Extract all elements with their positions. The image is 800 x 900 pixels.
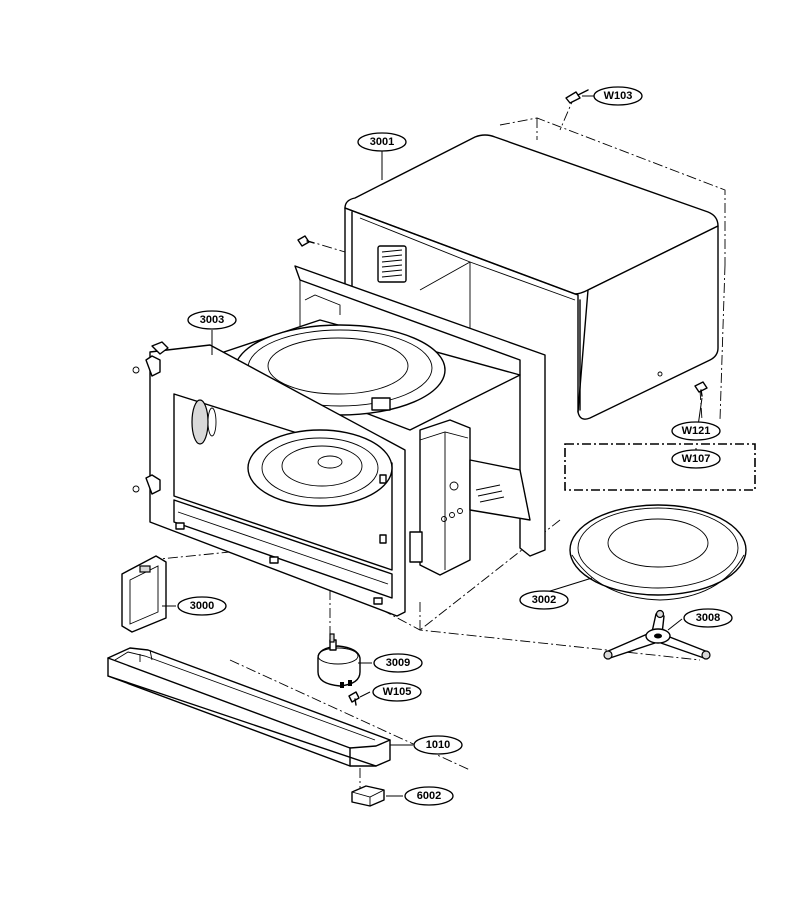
callout-3000: 3000 <box>177 596 227 616</box>
callout-w105: W105 <box>372 682 422 702</box>
callout-w105-text: W105 <box>383 686 412 698</box>
outer-cabinet-3001 <box>344 134 719 420</box>
cavity-frame-3003 <box>132 265 546 617</box>
motor-3009 <box>317 633 361 688</box>
screw-w121 <box>694 381 708 397</box>
roller-support-3008 <box>603 609 711 660</box>
screw-cabinet-left <box>297 235 315 247</box>
callout-6002-text: 6002 <box>417 790 441 802</box>
callout-w103-text: W103 <box>604 90 633 102</box>
callout-6002: 6002 <box>404 786 454 806</box>
callout-3001: 3001 <box>357 132 407 152</box>
callout-3002-text: 3002 <box>532 594 556 606</box>
callout-w121-text: W121 <box>682 425 711 437</box>
callout-w121: W121 <box>671 421 721 441</box>
base-rail-1010 <box>107 647 391 767</box>
callout-w107-text: W107 <box>682 453 711 465</box>
callout-1010-text: 1010 <box>426 739 450 751</box>
callout-3009: 3009 <box>373 653 423 673</box>
callout-3008-text: 3008 <box>696 612 720 624</box>
callout-3003: 3003 <box>187 310 237 330</box>
w107-dashed-box <box>564 443 756 491</box>
callout-3008: 3008 <box>683 608 733 628</box>
callout-3009-text: 3009 <box>386 657 410 669</box>
callout-w107: W107 <box>671 449 721 469</box>
foot-6002 <box>351 785 385 807</box>
callout-3001-text: 3001 <box>370 136 394 148</box>
glass-tray-3002 <box>569 504 747 601</box>
callout-3003-text: 3003 <box>200 314 224 326</box>
callout-1010: 1010 <box>413 735 463 755</box>
screw-w105 <box>348 691 360 706</box>
callout-3000-text: 3000 <box>190 600 214 612</box>
screw-w103 <box>565 89 589 104</box>
cover-3000 <box>121 555 167 633</box>
callout-3002: 3002 <box>519 590 569 610</box>
callout-w103: W103 <box>593 86 643 106</box>
